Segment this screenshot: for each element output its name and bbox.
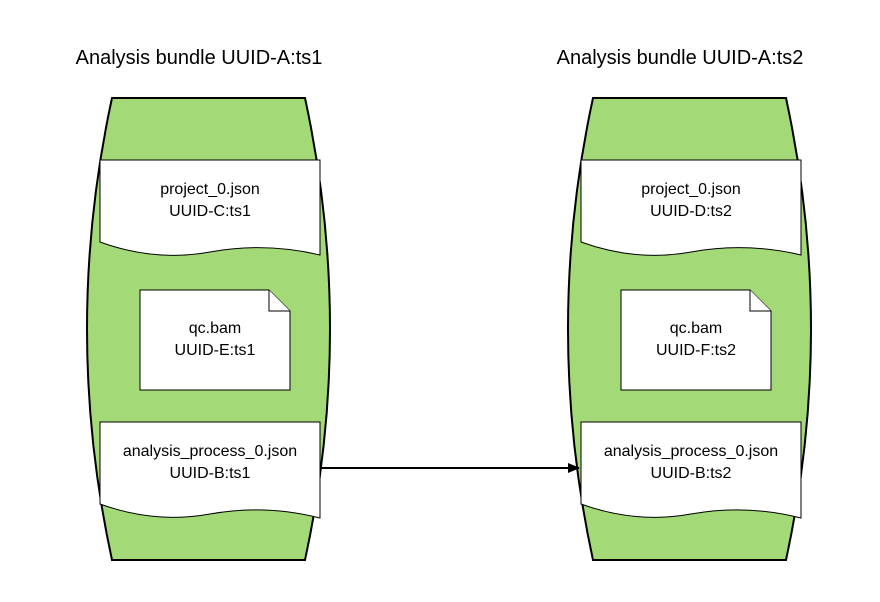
bundle-ts2: Analysis bundle UUID-A:ts2 project_0.jso… xyxy=(557,47,812,561)
document-uuid: UUID-B:ts2 xyxy=(651,465,732,482)
document-shape xyxy=(580,159,802,256)
bundle-title-ts2: Analysis bundle UUID-A:ts2 xyxy=(557,47,804,69)
document-shape xyxy=(580,421,802,519)
document-analysis-process-ts2[interactable]: analysis_process_0.json UUID-B:ts2 xyxy=(580,421,802,519)
document-shape xyxy=(99,159,321,256)
document-filename: analysis_process_0.json xyxy=(123,443,297,460)
document-uuid: UUID-C:ts1 xyxy=(169,203,251,220)
file-uuid: UUID-E:ts1 xyxy=(175,342,256,359)
file-corner-fold xyxy=(268,290,290,312)
file-qc-bam-ts1[interactable]: qc.bam UUID-E:ts1 xyxy=(139,289,291,391)
file-corner-fold xyxy=(749,290,771,312)
bundle-ts1: Analysis bundle UUID-A:ts1 project_0.jso… xyxy=(76,47,331,561)
bundle-title-ts1: Analysis bundle UUID-A:ts1 xyxy=(76,47,323,69)
document-uuid: UUID-B:ts1 xyxy=(170,465,251,482)
document-project-ts2[interactable]: project_0.json UUID-D:ts2 xyxy=(580,159,802,256)
document-analysis-process-ts1[interactable]: analysis_process_0.json UUID-B:ts1 xyxy=(99,421,321,519)
file-filename: qc.bam xyxy=(189,320,241,337)
document-shape xyxy=(99,421,321,519)
document-filename: project_0.json xyxy=(160,181,260,198)
file-uuid: UUID-F:ts2 xyxy=(656,342,736,359)
document-uuid: UUID-D:ts2 xyxy=(650,203,732,220)
file-shape xyxy=(139,289,291,391)
file-filename: qc.bam xyxy=(670,320,722,337)
document-project-ts1[interactable]: project_0.json UUID-C:ts1 xyxy=(99,159,321,256)
file-shape xyxy=(620,289,772,391)
document-filename: analysis_process_0.json xyxy=(604,443,778,460)
file-qc-bam-ts2[interactable]: qc.bam UUID-F:ts2 xyxy=(620,289,772,391)
document-filename: project_0.json xyxy=(641,181,741,198)
